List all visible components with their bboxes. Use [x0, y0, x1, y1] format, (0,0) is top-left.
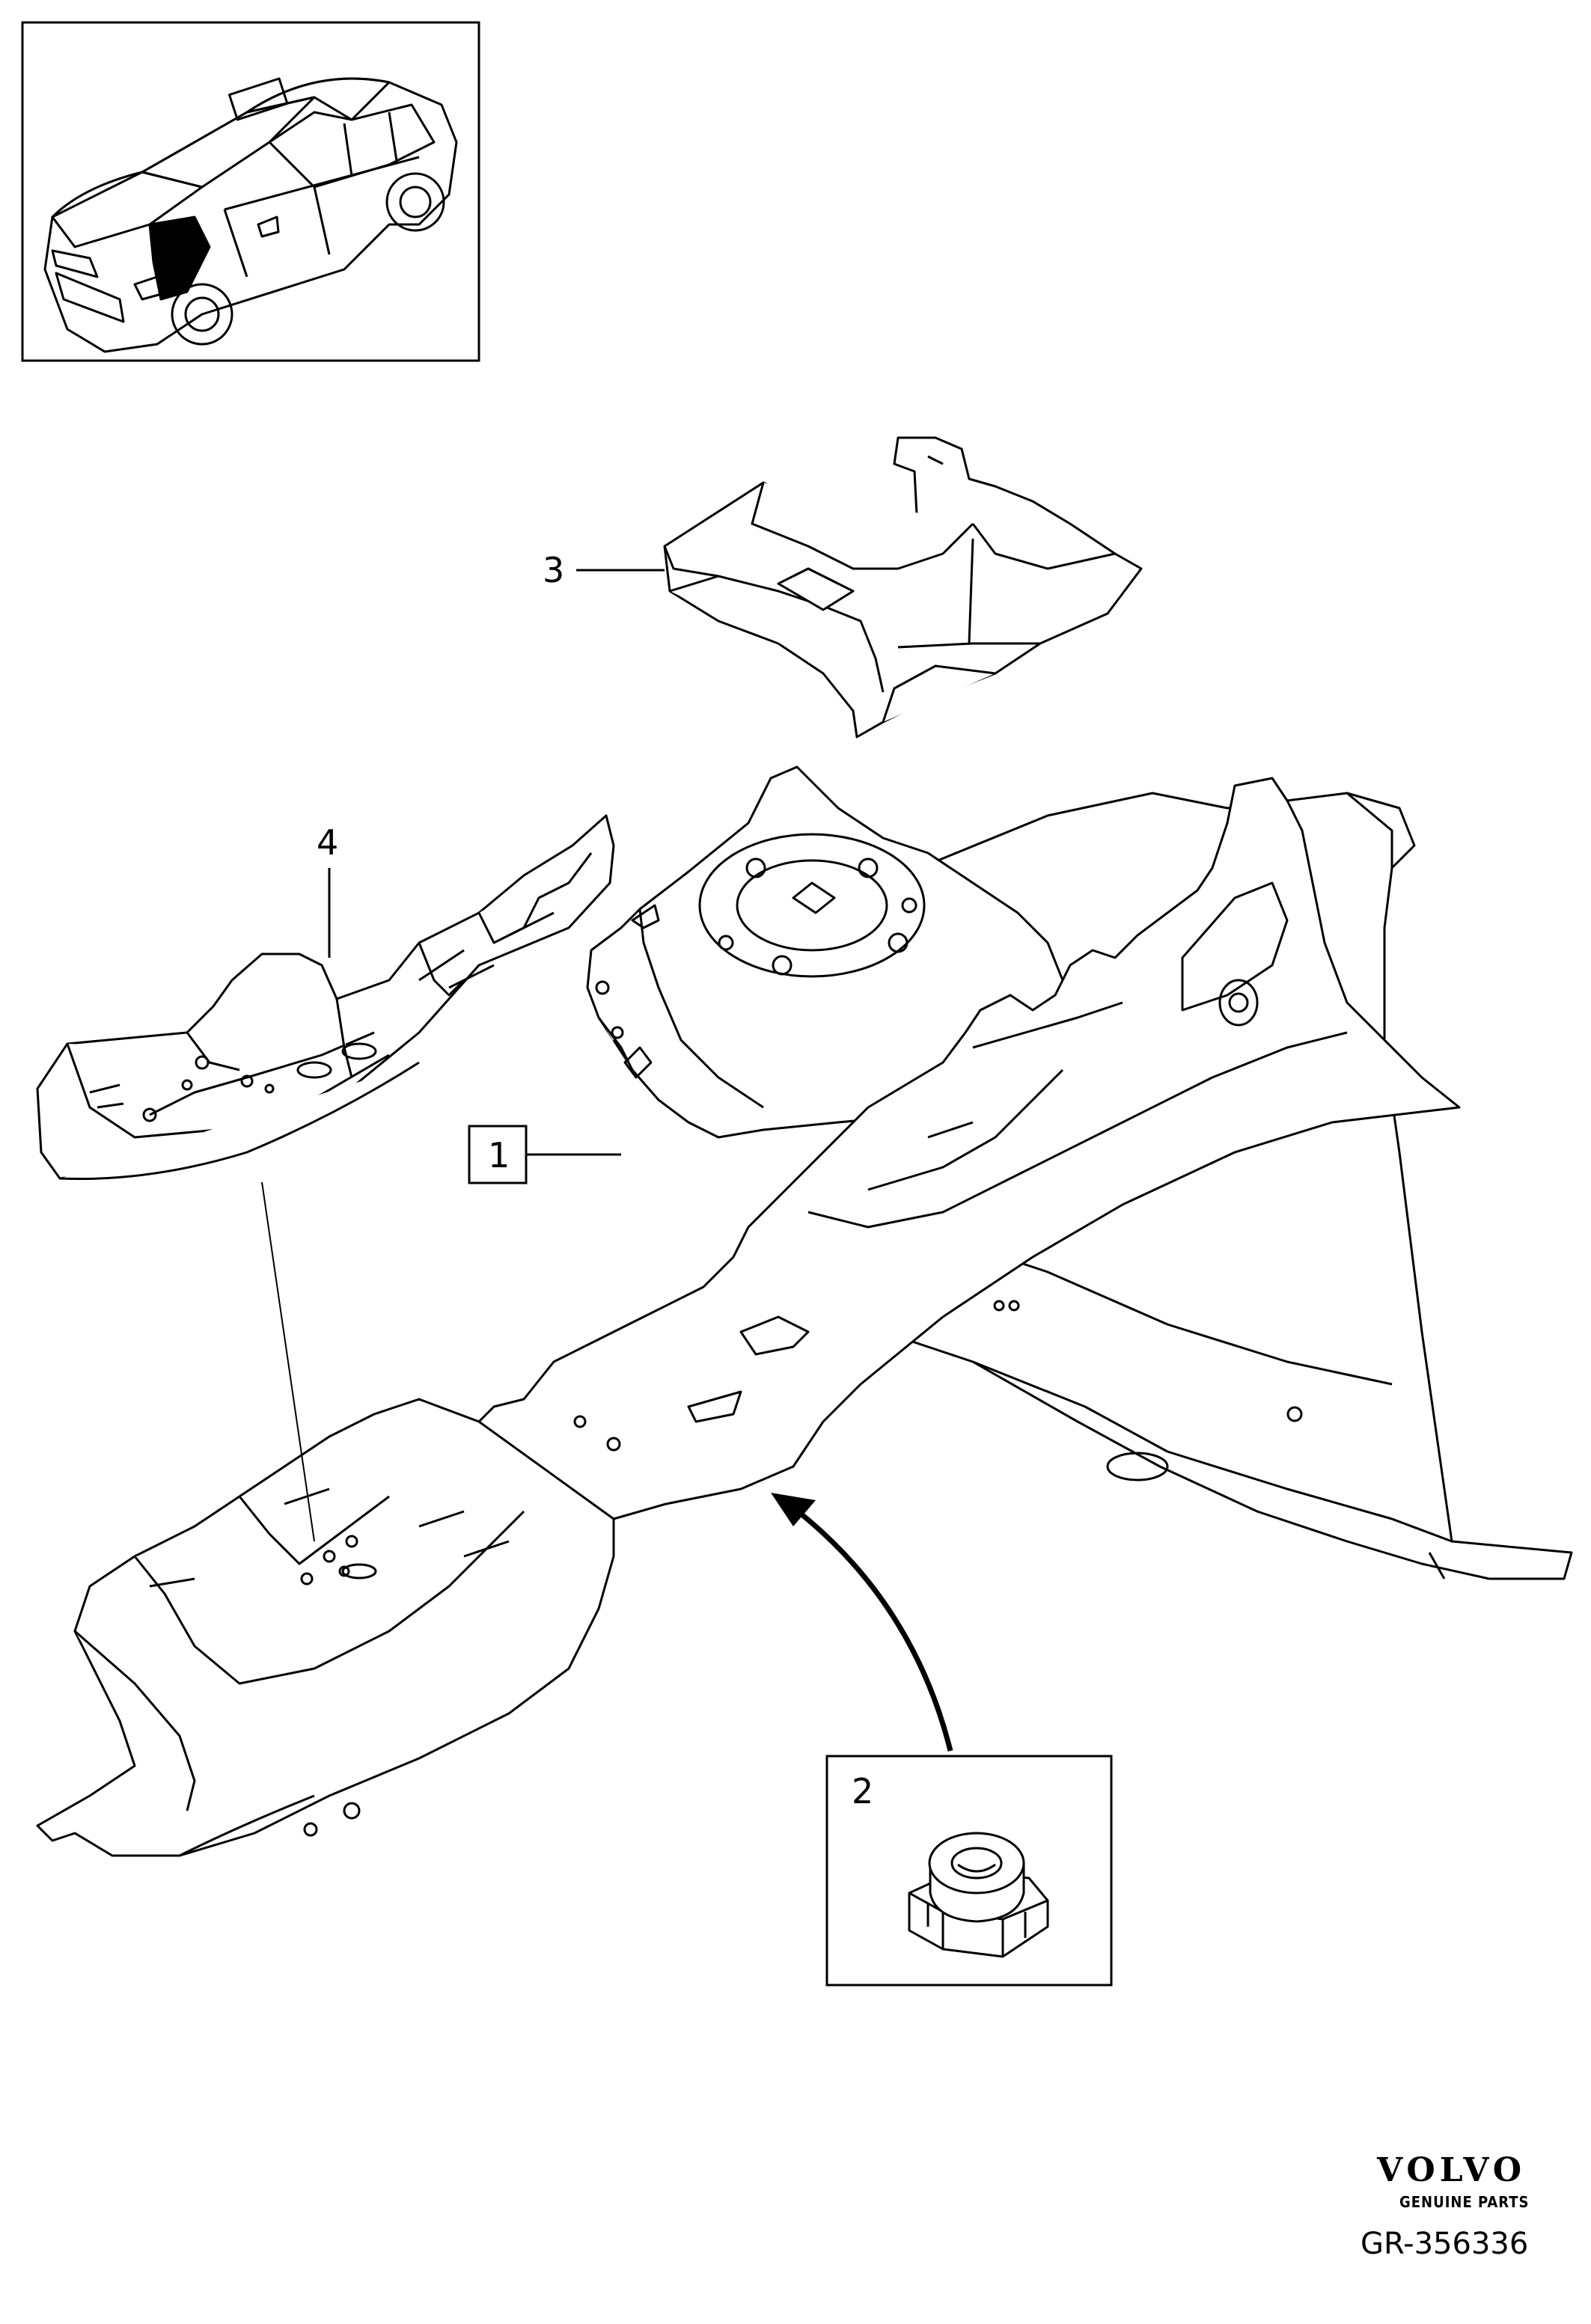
callout-1-label: 1	[488, 1135, 510, 1175]
part-4-leader-line	[261, 1181, 315, 1542]
callout-2-label: 2	[852, 1771, 873, 1811]
callout-4: 4	[317, 822, 338, 958]
volvo-logo: VOLVO	[1376, 2151, 1526, 2189]
callout-3-label: 3	[543, 550, 564, 590]
car-locator-illustration	[43, 77, 458, 353]
part-4-illustration	[36, 814, 615, 1181]
callout-2: 2	[825, 1755, 1113, 1987]
locator-inset	[21, 21, 480, 362]
callout-1: 1	[468, 1125, 621, 1184]
reference-number: GR-356336	[1361, 2227, 1528, 2261]
part-1-illustration	[36, 765, 1573, 1857]
part-3-illustration	[663, 436, 1143, 739]
part-2-pointer-arrow	[771, 1493, 953, 1752]
callout-4-label: 4	[317, 822, 338, 863]
callout-3: 3	[543, 550, 665, 590]
callout-1-box	[468, 1125, 528, 1184]
brand-block: VOLVO GENUINE PARTS GR-356336	[1361, 2151, 1530, 2261]
genuine-parts-tagline: GENUINE PARTS	[1399, 2193, 1530, 2211]
part-2-nut-illustration	[908, 1832, 1049, 1958]
